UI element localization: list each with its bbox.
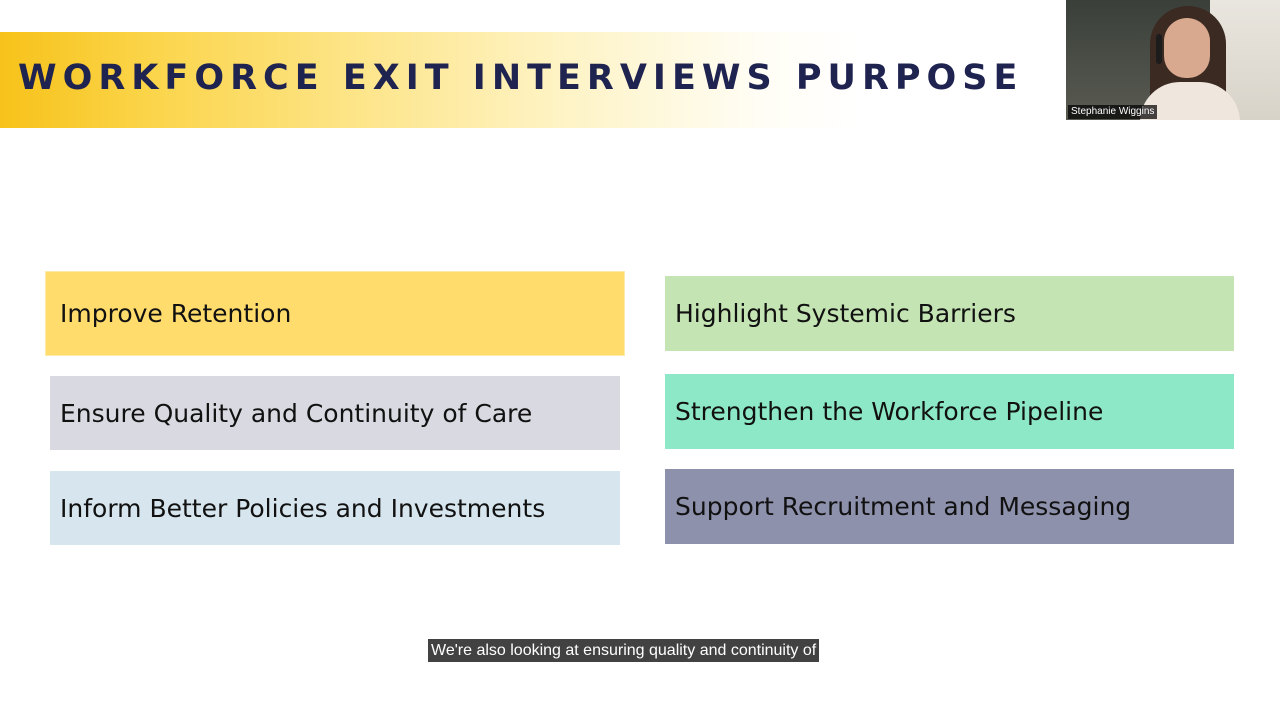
purpose-box-highlight-barriers: Highlight Systemic Barriers — [665, 276, 1234, 351]
title-band — [0, 32, 860, 128]
participant-face — [1164, 18, 1210, 78]
purpose-box-recruitment-messaging: Support Recruitment and Messaging — [665, 469, 1234, 544]
purpose-box-policies-investments: Inform Better Policies and Investments — [50, 471, 620, 545]
purpose-box-quality-care: Ensure Quality and Continuity of Care — [50, 376, 620, 450]
purpose-box-improve-retention: Improve Retention — [46, 272, 624, 355]
purpose-box-workforce-pipeline: Strengthen the Workforce Pipeline — [665, 374, 1234, 449]
slide-title: WORKFORCE EXIT INTERVIEWS PURPOSE — [18, 58, 1024, 98]
participant-video[interactable]: Stephanie Wiggins — [1066, 0, 1280, 120]
headset-mic-icon — [1156, 34, 1162, 64]
live-caption: We're also looking at ensuring quality a… — [428, 639, 820, 662]
participant-name-tag: Stephanie Wiggins — [1068, 105, 1158, 119]
